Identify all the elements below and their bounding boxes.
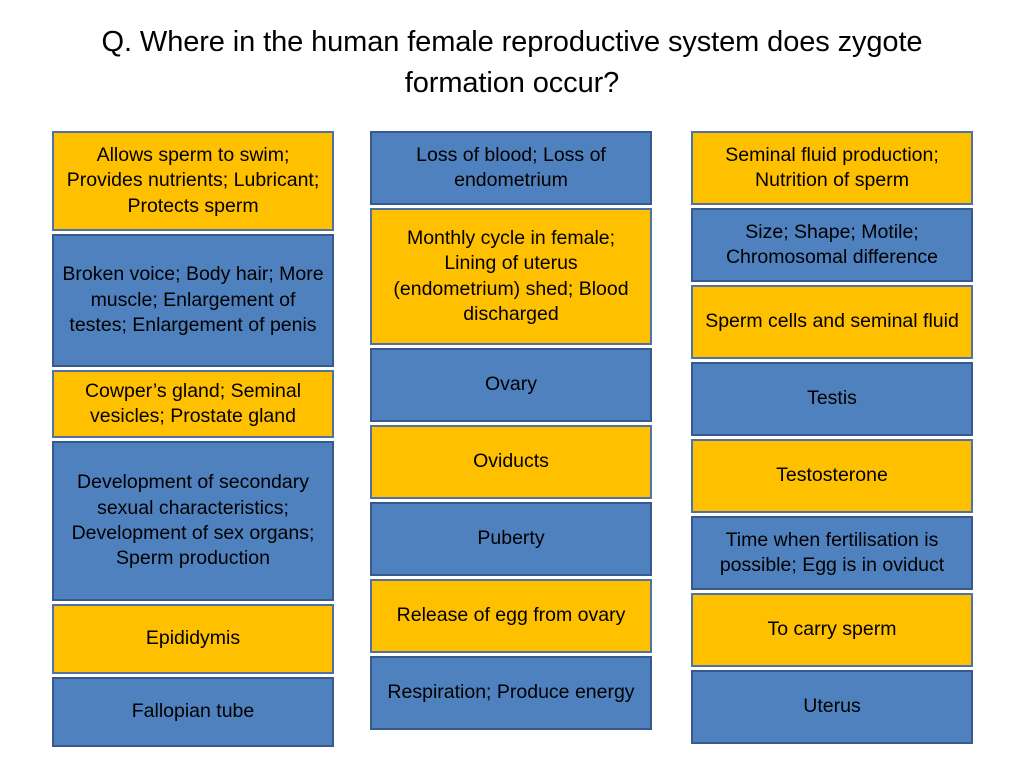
page-title: Q. Where in the human female reproductiv… [101, 26, 923, 100]
answer-card[interactable]: Ovary [370, 348, 652, 422]
column-3: Seminal fluid production; Nutrition of s… [691, 131, 973, 747]
answer-card-label: Seminal fluid production; Nutrition of s… [725, 143, 939, 191]
answer-card[interactable]: Loss of blood; Loss of endometrium [370, 131, 652, 205]
answer-card-label: Allows sperm to swim; Provides nutrients… [66, 143, 320, 217]
answer-card[interactable]: Broken voice; Body hair; More muscle; En… [52, 234, 334, 367]
answer-card[interactable]: Uterus [691, 670, 973, 744]
answer-card[interactable]: To carry sperm [691, 593, 973, 667]
answer-card-label: Release of egg from ovary [396, 604, 626, 627]
answer-card[interactable]: Testis [691, 362, 973, 436]
answer-card-label: To carry sperm [767, 618, 897, 641]
answer-card-label: Testosterone [776, 464, 888, 487]
answer-card-label: Cowper’s gland; Seminal vesicles; Prosta… [84, 379, 302, 427]
answer-card-label: Testis [807, 387, 857, 410]
answer-card-label: Puberty [477, 527, 545, 550]
answer-card[interactable]: Monthly cycle in female; Lining of uteru… [370, 208, 652, 345]
answer-card[interactable]: Seminal fluid production; Nutrition of s… [691, 131, 973, 205]
answer-card[interactable]: Respiration; Produce energy [370, 656, 652, 730]
answer-card[interactable]: Sperm cells and seminal fluid [691, 285, 973, 359]
answer-card[interactable]: Oviducts [370, 425, 652, 499]
answer-card[interactable]: Development of secondary sexual characte… [52, 441, 334, 601]
answer-card-label: Uterus [803, 695, 861, 718]
card-columns: Allows sperm to swim; Provides nutrients… [0, 131, 1024, 751]
answer-card-label: Sperm cells and seminal fluid [705, 310, 959, 333]
answer-card[interactable]: Cowper’s gland; Seminal vesicles; Prosta… [52, 370, 334, 438]
answer-card[interactable]: Puberty [370, 502, 652, 576]
answer-card-label: Respiration; Produce energy [387, 681, 635, 704]
answer-card-label: Epididymis [145, 627, 241, 650]
answer-card[interactable]: Testosterone [691, 439, 973, 513]
answer-card-label: Development of secondary sexual characte… [71, 471, 315, 570]
answer-card-label: Monthly cycle in female; Lining of uteru… [393, 226, 629, 325]
answer-card-label: Fallopian tube [131, 700, 255, 723]
answer-card-label: Ovary [484, 373, 537, 396]
answer-card-label: Oviducts [473, 450, 549, 473]
answer-card-label: Loss of blood; Loss of endometrium [416, 143, 606, 191]
answer-card-label: Time when fertilisation is possible; Egg… [719, 528, 945, 576]
answer-card-label: Broken voice; Body hair; More muscle; En… [62, 263, 324, 337]
column-1: Allows sperm to swim; Provides nutrients… [52, 131, 334, 750]
answer-card[interactable]: Time when fertilisation is possible; Egg… [691, 516, 973, 590]
answer-card[interactable]: Size; Shape; Motile; Chromosomal differe… [691, 208, 973, 282]
answer-card[interactable]: Release of egg from ovary [370, 579, 652, 653]
answer-card-label: Size; Shape; Motile; Chromosomal differe… [725, 220, 939, 268]
answer-card[interactable]: Allows sperm to swim; Provides nutrients… [52, 131, 334, 231]
answer-card[interactable]: Epididymis [52, 604, 334, 674]
answer-card[interactable]: Fallopian tube [52, 677, 334, 747]
